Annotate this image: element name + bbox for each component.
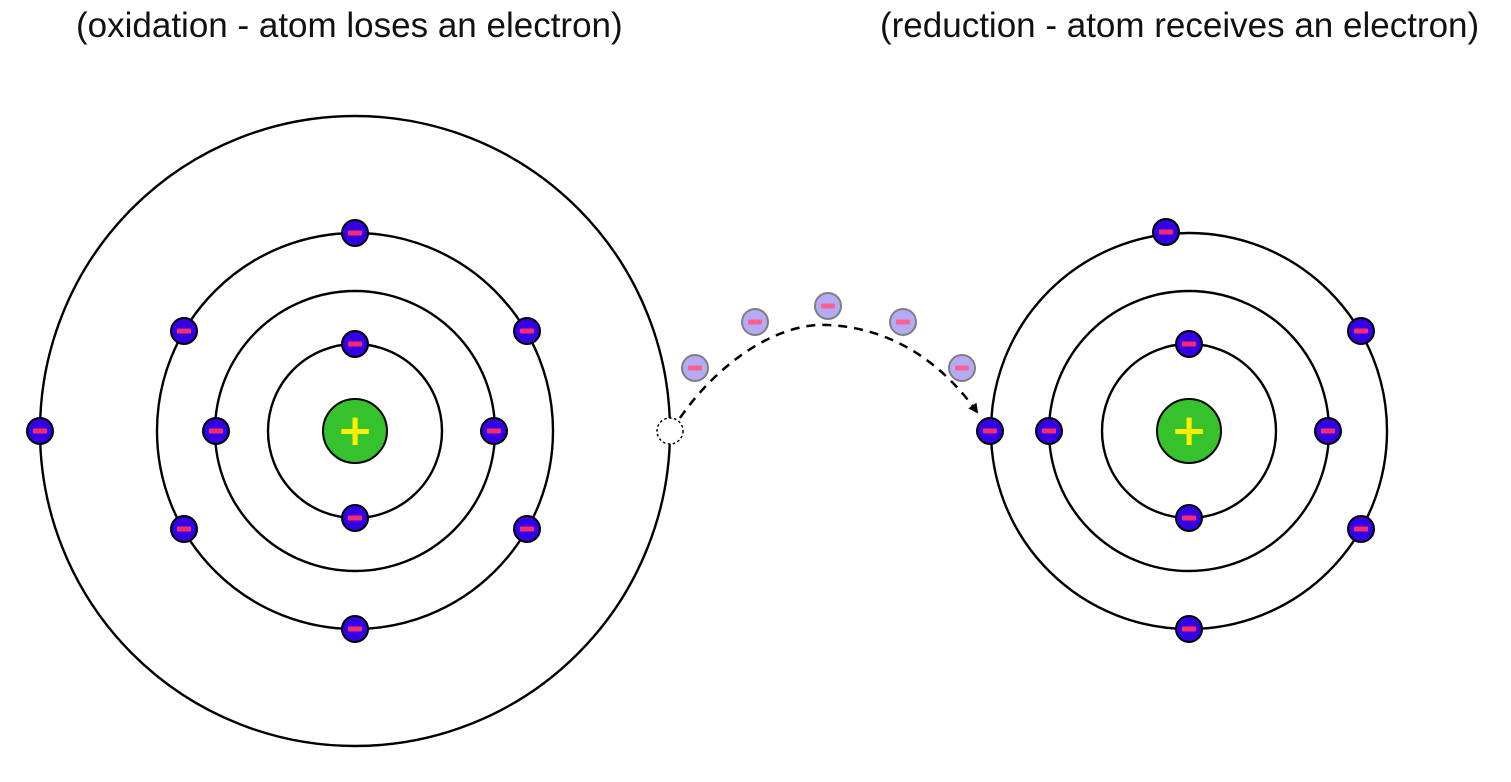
minus-sign — [520, 526, 534, 532]
minus-sign — [348, 515, 362, 521]
minus-sign — [688, 365, 702, 371]
electron — [976, 417, 1004, 445]
vacated-electron-spot — [656, 417, 684, 445]
minus-sign — [983, 428, 997, 434]
transfer-arrow — [678, 323, 979, 419]
minus-sign — [348, 230, 362, 236]
minus-sign — [177, 526, 191, 532]
minus-sign — [209, 428, 223, 434]
moving-electron — [814, 292, 842, 320]
electron — [1035, 417, 1063, 445]
minus-sign — [896, 319, 910, 325]
minus-sign — [1354, 328, 1368, 334]
minus-sign — [1182, 515, 1196, 521]
nucleus-plus-sign: + — [1171, 405, 1208, 456]
electron — [513, 515, 541, 543]
minus-sign — [33, 428, 47, 434]
electron — [480, 417, 508, 445]
minus-sign — [1354, 526, 1368, 532]
electron — [341, 504, 369, 532]
reduction-caption: (reduction - atom receives an electron) — [880, 6, 1480, 45]
nucleus: + — [1156, 398, 1222, 464]
electron — [1347, 317, 1375, 345]
electron — [170, 515, 198, 543]
electron — [26, 417, 54, 445]
atom-oxidation: + — [26, 114, 672, 748]
electron — [341, 615, 369, 643]
electron-transfer — [656, 292, 979, 445]
electron — [1152, 218, 1180, 246]
minus-sign — [177, 328, 191, 334]
minus-sign — [1042, 428, 1056, 434]
minus-sign — [955, 365, 969, 371]
minus-sign — [821, 303, 835, 309]
electron — [1347, 515, 1375, 543]
electron — [202, 417, 230, 445]
electron-group — [976, 218, 1375, 643]
minus-sign — [520, 328, 534, 334]
minus-sign — [748, 319, 762, 325]
electron — [341, 330, 369, 358]
moving-electron — [889, 308, 917, 336]
minus-sign — [348, 626, 362, 632]
atom-reduction: + — [976, 218, 1389, 643]
electron-group — [26, 219, 541, 643]
minus-sign — [1182, 341, 1196, 347]
moving-electron — [948, 354, 976, 382]
electron — [170, 317, 198, 345]
nucleus: + — [322, 398, 388, 464]
minus-sign — [1159, 229, 1173, 235]
minus-sign — [1321, 428, 1335, 434]
electron — [1175, 504, 1203, 532]
moving-electrons — [681, 292, 976, 382]
minus-sign — [487, 428, 501, 434]
moving-electron — [681, 354, 709, 382]
minus-sign — [1182, 626, 1196, 632]
electron — [1175, 615, 1203, 643]
electron — [1314, 417, 1342, 445]
moving-electron — [741, 308, 769, 336]
electron — [513, 317, 541, 345]
nucleus-plus-sign: + — [337, 405, 374, 456]
electron — [341, 219, 369, 247]
minus-sign — [348, 341, 362, 347]
oxidation-caption: (oxidation - atom loses an electron) — [76, 6, 623, 45]
electron — [1175, 330, 1203, 358]
